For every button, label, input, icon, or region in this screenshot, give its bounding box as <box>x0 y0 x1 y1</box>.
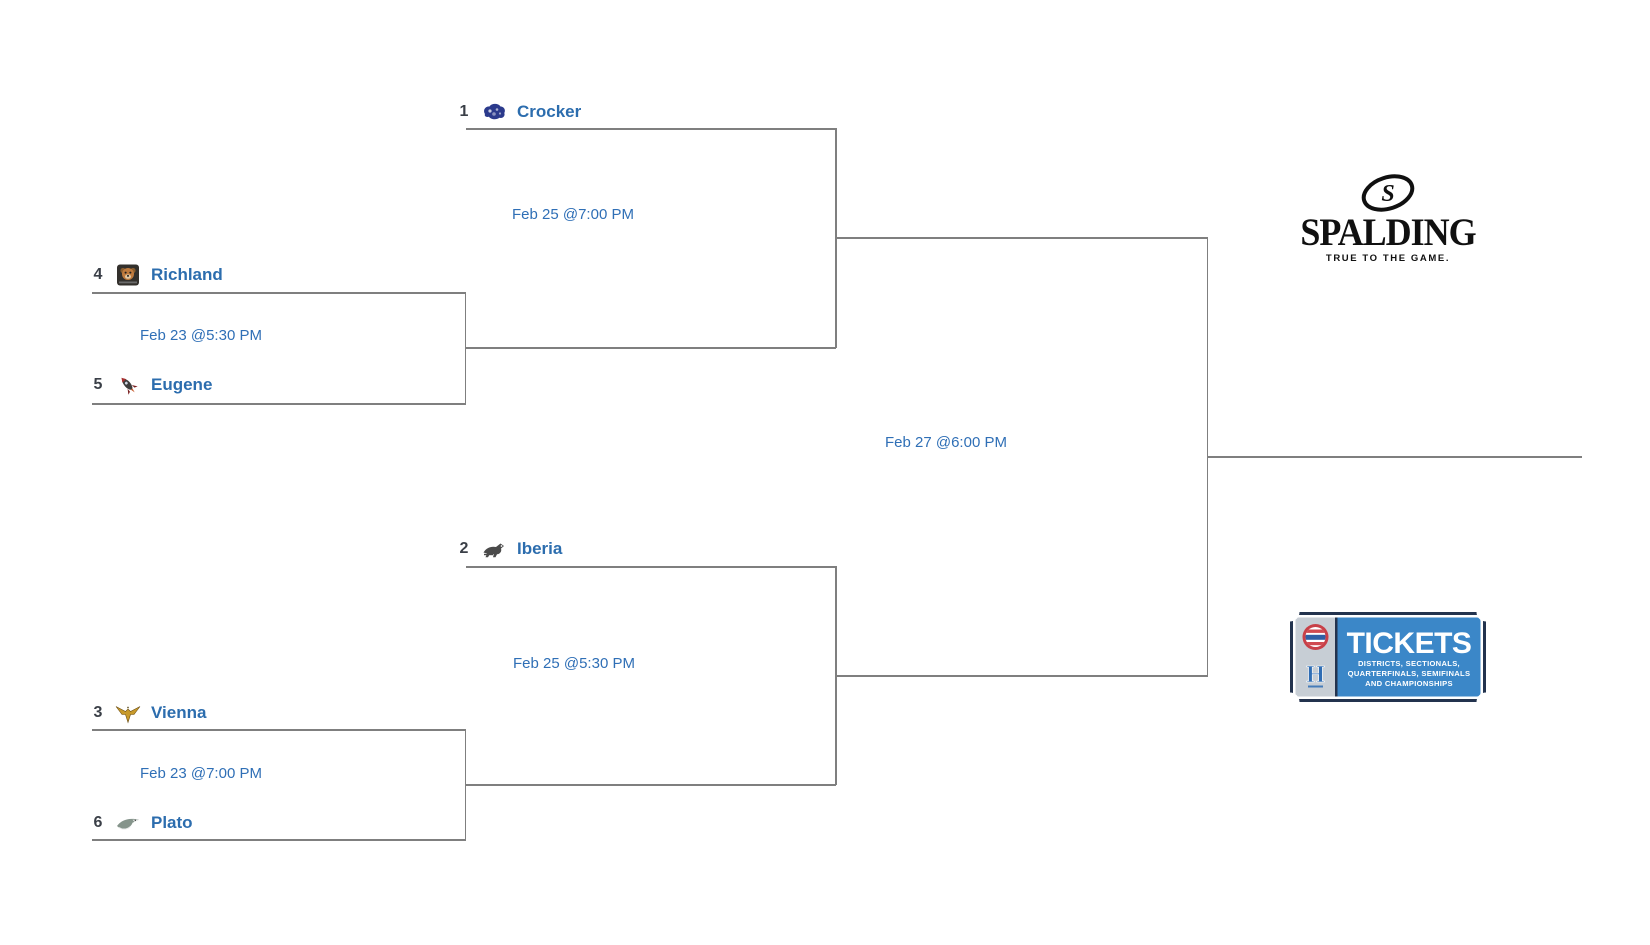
team-link-richland[interactable]: Richland <box>151 265 223 284</box>
game-time-quarterfinal-2[interactable]: Feb 23 @7:00 PM <box>140 765 262 782</box>
plato-eagle-mascot-icon <box>115 811 141 835</box>
bracket-line-eugene <box>92 403 466 405</box>
iberia-rangers-mascot-icon <box>481 537 507 561</box>
crocker-bulldog-mascot-icon <box>481 100 507 124</box>
bracket-line-iberia <box>466 566 836 568</box>
bracket-line-qf2-winner <box>465 784 836 786</box>
spalding-tagline: TRUE TO THE GAME. <box>1325 253 1451 264</box>
team-link-vienna[interactable]: Vienna <box>151 703 207 722</box>
spalding-wordmark: SPALDING <box>1300 210 1476 254</box>
team-row-plato: 6 Plato <box>90 810 193 836</box>
tickets-subtitle-3: AND CHAMPIONSHIPS <box>1365 679 1453 688</box>
richland-bear-mascot-icon <box>115 263 141 287</box>
seed-number: 4 <box>93 266 103 283</box>
hometown-h-icon: H <box>1306 662 1326 689</box>
team-row-vienna: 3 Vienna <box>90 700 206 726</box>
bracket-line-plato <box>92 839 466 841</box>
game-time-semifinal-1[interactable]: Feb 25 @7:00 PM <box>512 206 634 223</box>
game-time-quarterfinal-1[interactable]: Feb 23 @5:30 PM <box>140 327 262 344</box>
tickets-subtitle-1: DISTRICTS, SECTIONALS, <box>1358 659 1460 668</box>
bracket-line-crocker <box>466 128 836 130</box>
seed-number: 5 <box>93 376 103 393</box>
seed-number: 6 <box>93 814 103 831</box>
spalding-oval-s-icon: S <box>1361 174 1415 212</box>
game-time-championship[interactable]: Feb 27 @6:00 PM <box>885 434 1007 451</box>
team-row-crocker: 1 Crocker <box>456 99 582 125</box>
team-link-eugene[interactable]: Eugene <box>151 375 213 394</box>
seed-number: 1 <box>459 103 469 120</box>
tickets-subtitle-2: QUARTERFINALS, SEMIFINALS <box>1348 669 1471 678</box>
vienna-golden-eagle-mascot-icon <box>115 701 141 725</box>
spalding-sponsor-logo[interactable]: S SPALDING TRUE TO THE GAME. <box>1290 172 1486 264</box>
mshsaa-logo-icon <box>1302 624 1329 650</box>
bracket-connector-sf1 <box>835 128 837 348</box>
seed-number: 3 <box>93 704 103 721</box>
bracket-connector-sf2 <box>835 566 837 785</box>
bracket-line-sf2-winner <box>836 675 1208 677</box>
team-row-iberia: 2 Iberia <box>456 536 563 562</box>
bracket-line-qf1-winner <box>465 347 836 349</box>
bracket-line-sf1-winner <box>836 237 1208 239</box>
team-row-richland: 4 Richland <box>90 262 223 288</box>
bracket-line-richland <box>92 292 466 294</box>
game-time-semifinal-2[interactable]: Feb 25 @5:30 PM <box>513 655 635 672</box>
tickets-title: TICKETS <box>1347 627 1472 660</box>
team-link-plato[interactable]: Plato <box>151 813 193 832</box>
team-link-crocker[interactable]: Crocker <box>517 102 582 121</box>
team-link-iberia[interactable]: Iberia <box>517 539 563 558</box>
eugene-rocket-mascot-icon <box>115 373 141 397</box>
bracket-line-champion <box>1207 456 1582 458</box>
bracket-line-vienna <box>92 729 466 731</box>
seed-number: 2 <box>459 540 469 557</box>
team-row-eugene: 5 Eugene <box>90 372 212 398</box>
svg-text:H: H <box>1306 662 1325 688</box>
spalding-monogram: S <box>1381 181 1394 207</box>
tickets-banner[interactable]: H TICKETS DISTRICTS, SECTIONALS, QUARTER… <box>1280 602 1496 712</box>
